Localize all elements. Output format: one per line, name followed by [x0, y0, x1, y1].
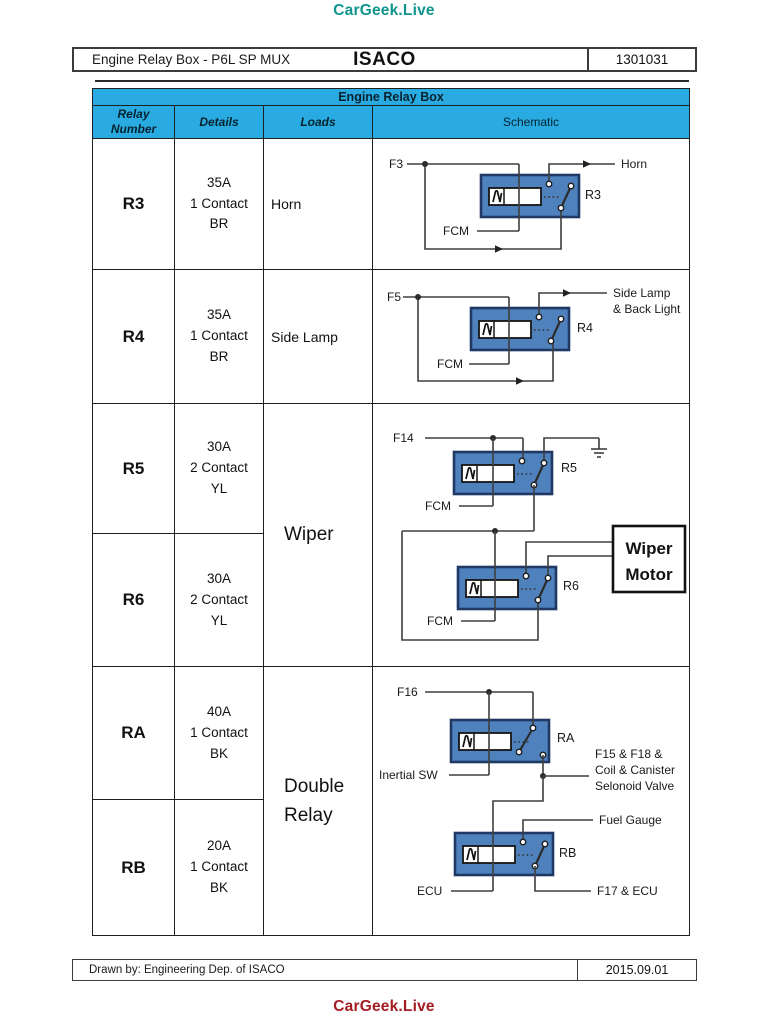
- table-row: R5 30A 2 Contact YL Wiper: [92, 402, 691, 667]
- output-label-bottom: F17 & ECU: [597, 884, 658, 898]
- document-date: 2015.09.01: [577, 960, 696, 980]
- drawn-by-label: Drawn by: Engineering Dep. of ISACO: [89, 964, 285, 976]
- cargeek-logo-bottom: CarGeek.Live: [333, 998, 435, 1015]
- table-row: R3 35A 1 Contact BR Horn: [92, 138, 691, 270]
- r5-wires: [425, 435, 608, 531]
- control-label: FCM: [427, 614, 453, 628]
- footer-bar: Drawn by: Engineering Dep. of ISACO 2015…: [72, 959, 697, 981]
- output-label-line1: Side Lamp: [613, 286, 671, 300]
- relay-ref-label: RB: [559, 846, 576, 860]
- relay-details-r6: 30A 2 Contact YL: [174, 533, 264, 667]
- cargeek-logo-top: CarGeek.Live: [333, 2, 435, 19]
- document-number: 1301031: [587, 49, 695, 70]
- relay-details-r3: 35A 1 Contact BR: [174, 138, 264, 270]
- r4-wires: [403, 289, 607, 385]
- schematic-r4: F5 Side Lamp & Back Light FCM R4: [371, 269, 691, 404]
- relay-ref-label: R4: [577, 321, 593, 335]
- relay-ref-label: R3: [585, 188, 601, 202]
- relay-load-r3: Horn: [263, 138, 373, 270]
- relay-load-r4: Side Lamp: [263, 269, 373, 404]
- control-label: Inertial SW: [379, 768, 438, 782]
- r6-wires: [401, 524, 687, 641]
- wiper-motor-label-line1: Wiper: [625, 539, 672, 558]
- relay-ref-label: R5: [561, 461, 577, 475]
- column-header-schematic: Schematic: [371, 105, 691, 139]
- column-header-relay-number: Relay Number: [92, 105, 175, 139]
- relay-load-double: Double Relay: [263, 666, 373, 936]
- fuse-label: F5: [387, 290, 401, 304]
- relay-number-r4: R4: [92, 269, 175, 404]
- relay-number-r3: R3: [92, 138, 175, 270]
- document-title: Engine Relay Box - P6L SP MUX: [92, 52, 291, 67]
- wiper-motor-box: [611, 524, 687, 594]
- divider-rule: [95, 80, 689, 82]
- fuse-label: F3: [389, 157, 403, 171]
- column-header-details: Details: [174, 105, 264, 139]
- r5-r6-schematic-svg: F14 FCM R5 FCM R6 Wiper Motor: [393, 431, 687, 641]
- relay-details-ra: 40A 1 Contact BK: [174, 665, 264, 801]
- control-label: FCM: [425, 499, 451, 513]
- table-title: Engine Relay Box: [91, 88, 691, 106]
- r4-schematic-svg: F5 Side Lamp & Back Light FCM R4: [387, 286, 681, 385]
- r3-schematic-svg: F3 Horn FCM R3: [389, 157, 647, 253]
- r3-wires: [407, 160, 615, 253]
- schematic-r3: F3 Horn FCM R3: [371, 138, 691, 270]
- rb-wires: [451, 819, 593, 892]
- fuse-label: F14: [393, 431, 414, 445]
- relay-ref-label: RA: [557, 731, 575, 745]
- column-header-loads: Loads: [263, 105, 373, 139]
- relay-number-r6: R6: [92, 533, 175, 667]
- control-label: FCM: [443, 224, 469, 238]
- output-label-top: Fuel Gauge: [599, 813, 662, 827]
- table-row: RA 40A 1 Contact BK Double Relay: [92, 665, 691, 936]
- table-row: R6 30A 2 Contact YL: [92, 533, 690, 667]
- ra-wires: [425, 689, 589, 891]
- wiper-motor-label-line2: Motor: [625, 565, 673, 584]
- relay-ref-label: R6: [563, 579, 579, 593]
- relay-number-rb: RB: [92, 799, 175, 936]
- output-label: Horn: [621, 157, 647, 171]
- title-bar: Engine Relay Box - P6L SP MUX ISACO 1301…: [72, 47, 697, 72]
- relay-details-rb: 20A 1 Contact BK: [174, 799, 264, 936]
- output-label-line3: Selonoid Valve: [595, 779, 674, 793]
- output-label-line2: Coil & Canister: [595, 763, 675, 777]
- relay-load-wiper: Wiper: [263, 403, 373, 667]
- schematic-r5-r6: F14 FCM R5 FCM R6 Wiper Motor: [371, 403, 691, 667]
- output-label-line1: F15 & F18 &: [595, 747, 662, 761]
- relay-number-ra: RA: [92, 665, 175, 801]
- ra-rb-schematic-svg: F16 Inertial SW RA F15 & F18 & Coil & Ca…: [379, 685, 675, 898]
- table-row: R4 35A 1 Contact BR Side Lamp: [92, 269, 691, 404]
- control-label: FCM: [437, 357, 463, 371]
- relay-number-r5: R5: [92, 402, 175, 535]
- control-label: ECU: [417, 884, 442, 898]
- relay-table: Engine Relay Box Relay Number Details Lo…: [91, 88, 691, 936]
- output-label-line2: & Back Light: [613, 302, 681, 316]
- fuse-label: F16: [397, 685, 418, 699]
- relay-details-r4: 35A 1 Contact BR: [174, 269, 264, 404]
- relay-details-r5: 30A 2 Contact YL: [174, 402, 264, 535]
- table-row: RB 20A 1 Contact BK: [92, 799, 690, 936]
- company-name: ISACO: [353, 48, 416, 70]
- schematic-ra-rb: F16 Inertial SW RA F15 & F18 & Coil & Ca…: [371, 666, 691, 936]
